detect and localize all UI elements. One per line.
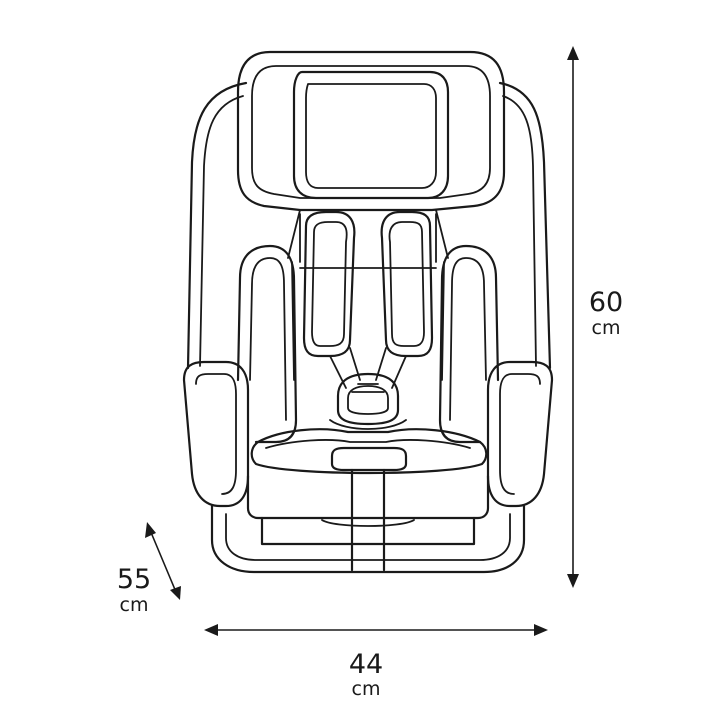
width-arrow-left-head (204, 624, 218, 636)
car-seat-illustration (182, 50, 554, 574)
side-bolsters (236, 244, 500, 444)
depth-arrow-top-head (145, 522, 156, 538)
height-value: 60 (589, 287, 623, 318)
crotch-strap (330, 446, 408, 572)
height-arrow-top-head (567, 46, 579, 60)
shoulder-straps (302, 210, 434, 389)
width-dimension: 44 cm (204, 624, 548, 700)
seat-back-shell-inner (199, 95, 537, 367)
depth-unit: cm (120, 594, 149, 616)
headrest-rails (287, 209, 449, 263)
harness-buckle (329, 372, 407, 430)
width-arrow-right-head (534, 624, 548, 636)
seat-cushion (250, 428, 488, 475)
depth-dimension: 55 cm (117, 522, 181, 616)
seat-back-shell (186, 81, 552, 370)
backrest-panel (291, 261, 445, 381)
height-unit: cm (592, 317, 621, 339)
depth-value: 55 (117, 564, 151, 595)
depth-arrow-bottom-head (170, 586, 181, 600)
width-unit: cm (352, 678, 381, 700)
height-dimension: 60 cm (567, 46, 623, 588)
width-value: 44 (349, 649, 383, 680)
depth-arrow-line (149, 529, 177, 593)
height-arrow-bottom-head (567, 574, 579, 588)
seat-base (210, 474, 526, 574)
headrest (236, 50, 506, 212)
